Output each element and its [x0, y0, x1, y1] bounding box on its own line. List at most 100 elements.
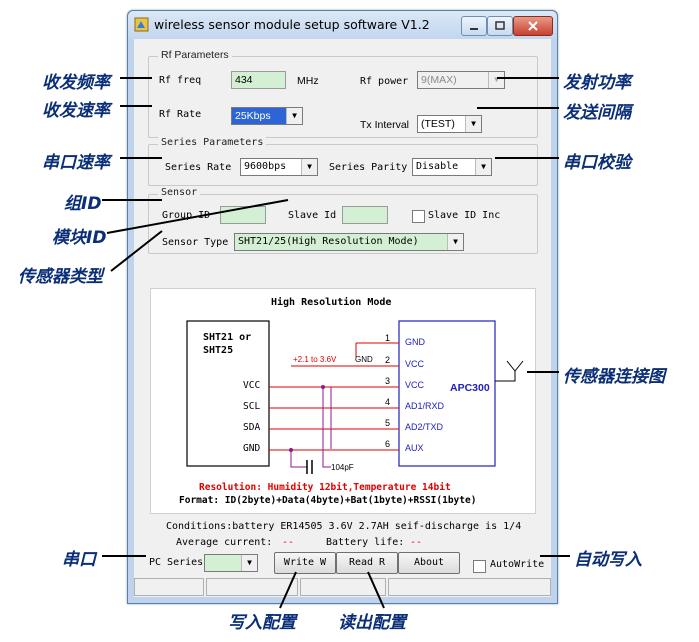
chip-pin-scl: SCL: [243, 401, 260, 412]
callout-autowrite: 自动写入: [574, 550, 642, 570]
series-parity-select[interactable]: Disable ▼: [412, 158, 492, 176]
status-bar: [134, 575, 551, 597]
tx-interval-label: Tx Interval: [360, 119, 410, 131]
gnd-label: GND: [355, 355, 373, 364]
callout-rf-freq: 收发频率: [42, 73, 110, 93]
callout-tx-interval: 发送间隔: [563, 103, 631, 123]
svg-text:6: 6: [385, 439, 390, 449]
rf-freq-input[interactable]: 434: [231, 71, 286, 89]
tx-interval-value: (TEST): [421, 118, 455, 130]
chip-pin-vcc: VCC: [243, 380, 260, 391]
diagram-title: High Resolution Mode: [271, 296, 391, 308]
minimize-button[interactable]: [461, 16, 487, 36]
read-button[interactable]: Read R: [336, 552, 398, 574]
client-area: Rf Parameters Rf freq 434 MHz Rf power 9…: [134, 39, 551, 597]
module-pin-aux: AUX: [405, 443, 424, 453]
average-current-value: --: [282, 537, 295, 548]
pc-series-select[interactable]: ▼: [204, 554, 258, 572]
status-cell: [388, 578, 551, 596]
rf-parameters-group: [148, 56, 538, 138]
capacitor-label: 104pF: [331, 463, 354, 472]
slave-id-inc-checkbox[interactable]: [412, 210, 425, 223]
module-pin-vcc: VCC: [405, 359, 425, 369]
callout-line: [497, 77, 559, 79]
module-box: [398, 320, 496, 467]
battery-life-label: Battery life:: [326, 537, 405, 548]
series-parity-label: Series Parity: [329, 162, 408, 173]
slave-id-input[interactable]: [342, 206, 388, 224]
tx-interval-select[interactable]: (TEST) ▼: [417, 115, 482, 133]
rf-power-label: Rf power: [360, 76, 409, 87]
write-button[interactable]: Write W: [274, 552, 336, 574]
autowrite-label: AutoWrite: [490, 559, 545, 570]
conditions-line: Conditions:battery ER14505 3.6V 2.7AH se…: [166, 521, 522, 532]
maximize-button[interactable]: [487, 16, 513, 36]
status-cell: [206, 578, 298, 596]
rf-rate-label: Rf Rate: [159, 109, 202, 120]
format-line: Format: ID(2byte)+Data(4byte)+Bat(1byte)…: [179, 495, 476, 506]
status-cell: [134, 578, 204, 596]
read-button-label: Read R: [348, 557, 386, 568]
resolution-line: Resolution: Humidity 12bit,Temperature 1…: [199, 482, 451, 493]
slave-id-inc-label: Slave ID Inc: [428, 210, 501, 221]
app-window: wireless sensor module setup software V1…: [127, 10, 558, 604]
callout-line: [120, 105, 152, 107]
svg-text:4: 4: [385, 397, 390, 407]
close-button[interactable]: [513, 16, 553, 36]
wiring-diagram: High Resolution Mode SHT21 or SHT25 VCC …: [179, 296, 524, 506]
minimize-icon: [470, 28, 478, 30]
chip-name-line1: SHT21 or: [203, 332, 251, 343]
autowrite-checkbox[interactable]: [473, 560, 486, 573]
callout-line: [495, 157, 559, 159]
chevron-down-icon: ▼: [286, 108, 302, 124]
chevron-down-icon: ▼: [447, 234, 463, 250]
callout-line: [106, 199, 289, 234]
chevron-down-icon: ▼: [465, 116, 481, 132]
callout-line: [102, 555, 146, 557]
sensor-type-select[interactable]: SHT21/25(High Resolution Mode) ▼: [234, 233, 464, 251]
callout-line: [102, 199, 162, 201]
rf-parameters-label: Rf Parameters: [158, 49, 232, 61]
window-title: wireless sensor module setup software V1…: [154, 17, 430, 32]
callout-series-parity: 串口校验: [563, 153, 631, 173]
series-parity-value: Disable: [416, 161, 459, 172]
callout-line: [120, 157, 162, 159]
chip-pin-gnd: GND: [243, 443, 260, 454]
callout-slave-id: 模块ID: [52, 228, 107, 248]
module-pin-ad2: AD2/TXD: [405, 422, 444, 432]
chevron-down-icon: ▼: [475, 159, 491, 175]
callout-sensor-type: 传感器类型: [18, 267, 103, 287]
sensor-type-label: Sensor Type: [162, 237, 229, 248]
callout-line: [110, 230, 163, 272]
module-pin-ad1: AD1/RXD: [405, 401, 445, 411]
callout-write: 写入配置: [228, 613, 296, 633]
sensor-group-label: Sensor: [158, 187, 201, 198]
pin-numbers: 1 2 3 4 5 6: [385, 333, 390, 449]
svg-text:2: 2: [385, 355, 390, 365]
callout-line: [540, 555, 570, 557]
group-id-label: Group ID: [162, 210, 211, 221]
sensor-type-value: SHT21/25(High Resolution Mode): [238, 236, 419, 247]
about-button[interactable]: About: [398, 552, 460, 574]
capacitor-icon: [306, 460, 313, 474]
chevron-down-icon: ▼: [301, 159, 317, 175]
module-name: APC300: [450, 382, 490, 394]
series-rate-label: Series Rate: [165, 162, 232, 173]
module-pin-vcc2: VCC: [405, 380, 425, 390]
average-current-label: Average current:: [176, 537, 273, 548]
antenna-icon: [495, 360, 524, 382]
wires: [269, 342, 399, 451]
status-cell: [300, 578, 386, 596]
series-rate-select[interactable]: 9600bps ▼: [240, 158, 318, 176]
about-button-label: About: [413, 557, 445, 568]
rf-power-select[interactable]: 9(MAX) ▼: [417, 71, 505, 89]
callout-rf-rate: 收发速率: [42, 101, 110, 121]
write-button-label: Write W: [283, 557, 327, 568]
battery-life-value: --: [410, 537, 423, 548]
rf-rate-select[interactable]: 25Kbps ▼: [231, 107, 303, 125]
series-parameters-label: Series Parameters: [158, 137, 267, 148]
series-parameters-group: [148, 144, 538, 186]
rf-rate-value: 25Kbps: [235, 110, 271, 122]
callout-line: [477, 107, 559, 109]
title-bar[interactable]: wireless sensor module setup software V1…: [128, 11, 557, 39]
